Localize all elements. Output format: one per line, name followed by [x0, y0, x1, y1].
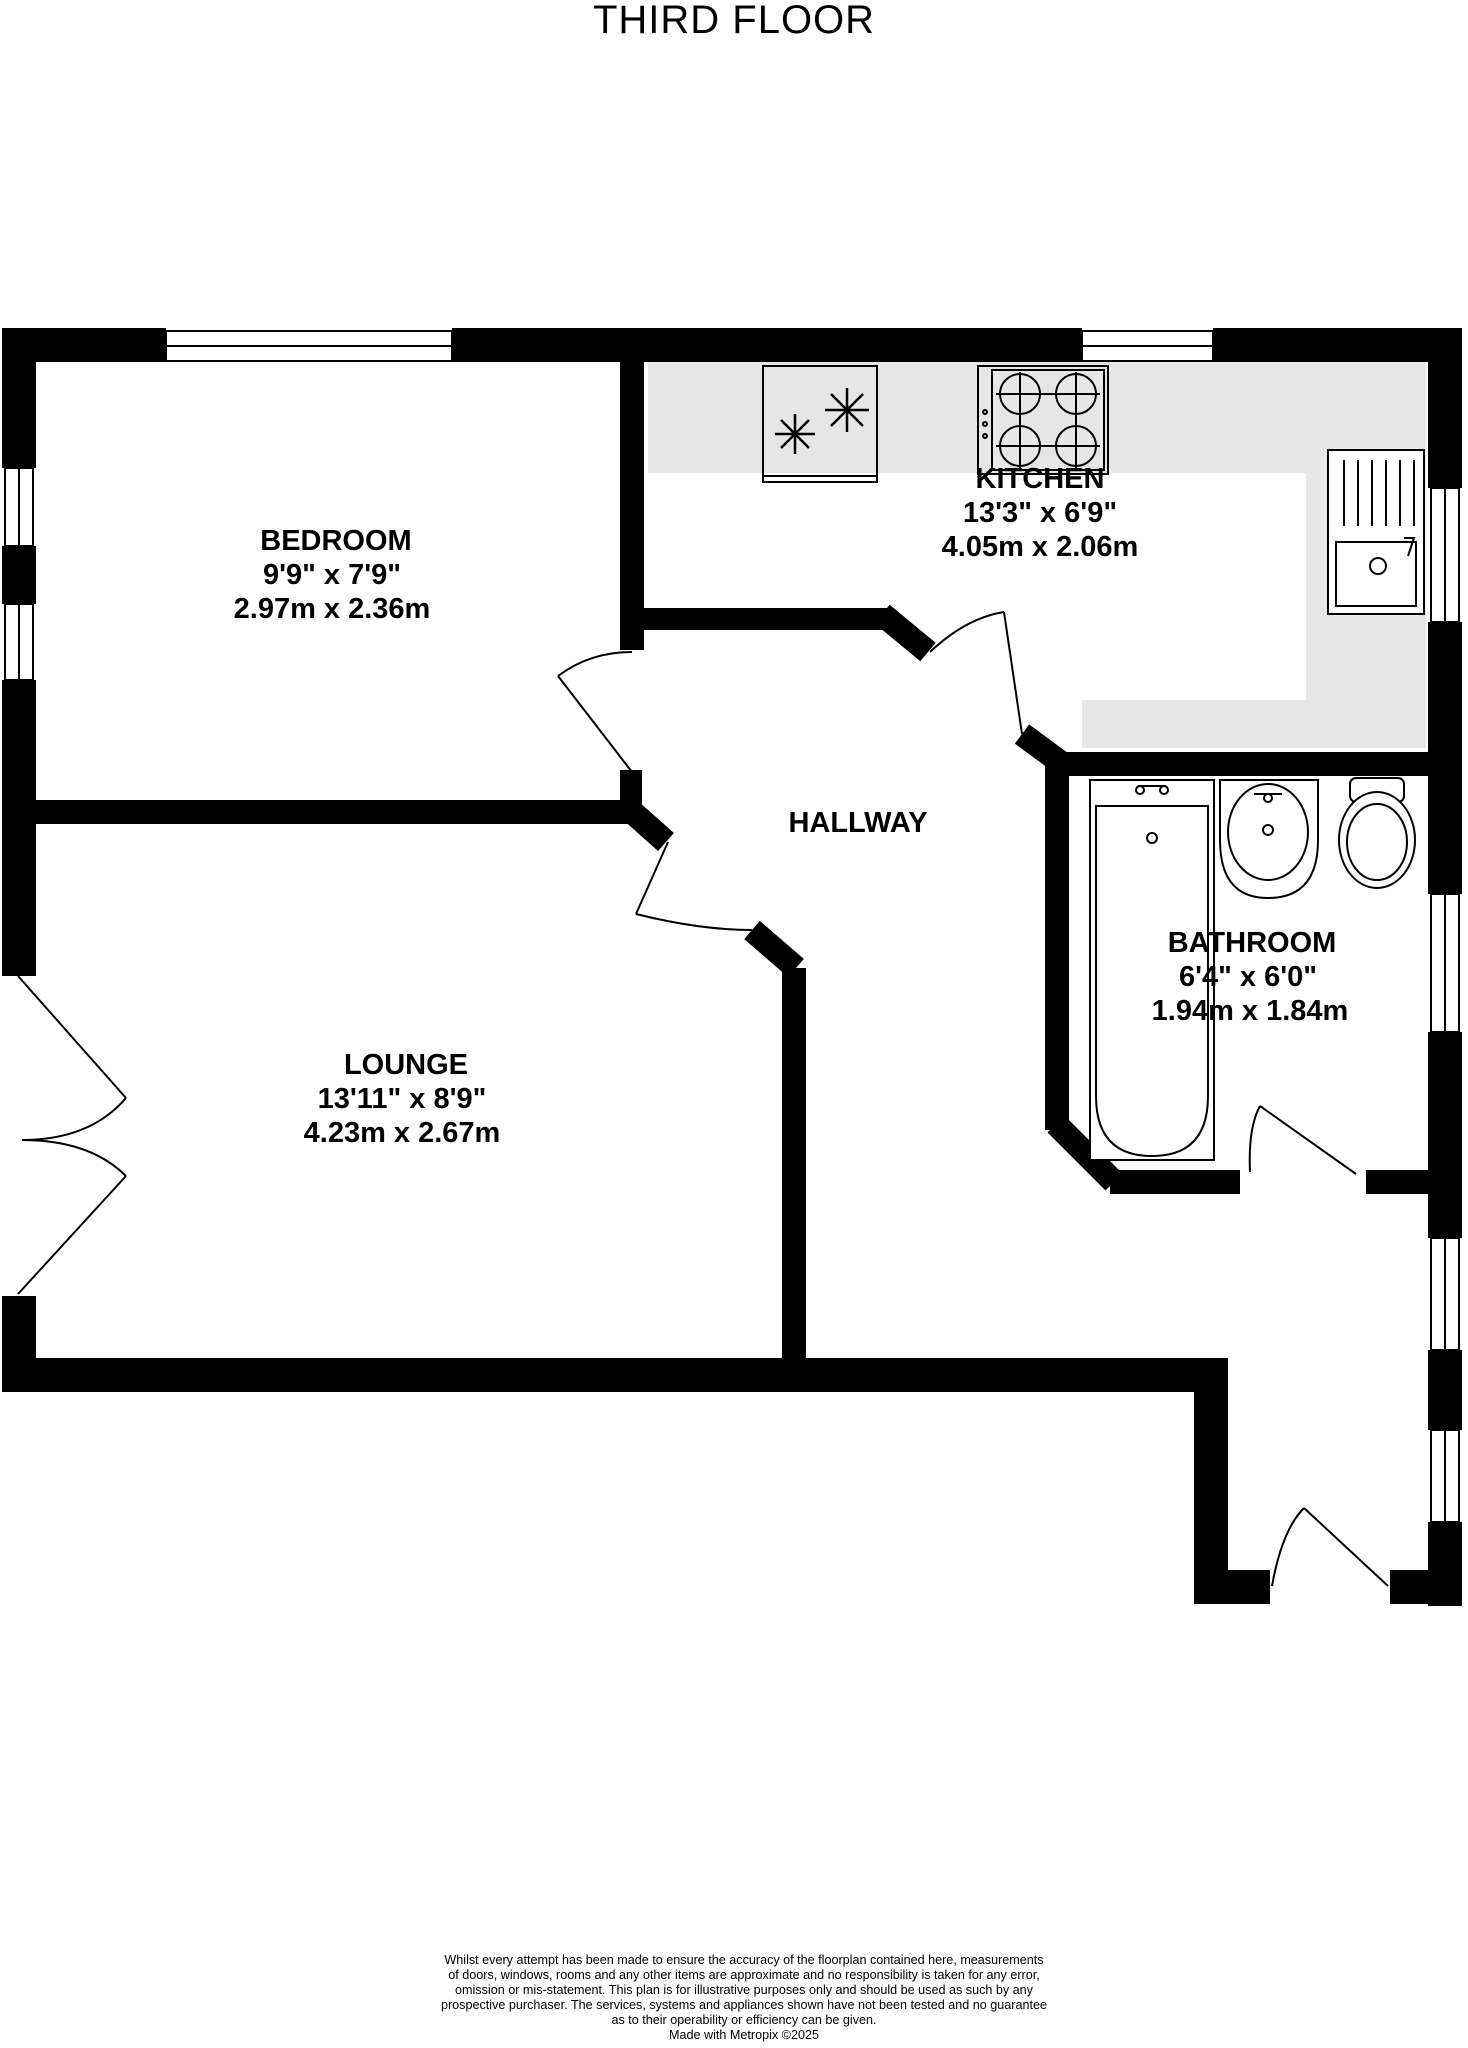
bedroom-metric: 2.97m x 2.36m: [234, 593, 431, 625]
window-hallway-right-2: [1430, 1429, 1460, 1523]
credit: Made with Metropix ©2025: [669, 2028, 819, 2042]
bedroom-name: BEDROOM: [260, 525, 411, 557]
bath-icon: [1089, 779, 1215, 1161]
kitchen-metric: 4.05m x 2.06m: [942, 531, 1139, 563]
window-bedroom-left-2: [4, 603, 34, 681]
door-bedroom: [557, 651, 633, 773]
fridge-freezer-icon: [762, 365, 878, 483]
disclaimer-line: Whilst every attempt has been made to en…: [444, 1953, 1044, 1967]
hallway-name: HALLWAY: [788, 807, 927, 839]
window-hallway-right-1: [1430, 1237, 1460, 1351]
windows: [4, 330, 1460, 1523]
lounge-imperial: 13'11" x 8'9": [318, 1083, 487, 1115]
kitchen-name: KITCHEN: [976, 463, 1105, 495]
bathroom-imperial: 6'4" x 6'0": [1179, 961, 1317, 993]
window-bedroom-left-1: [4, 467, 34, 547]
label-lounge: LOUNGE 13'11" x 8'9" 4.23m x 2.67m: [304, 1049, 501, 1149]
lounge-metric: 4.23m x 2.67m: [304, 1117, 501, 1149]
window-kitchen-top: [1081, 330, 1214, 362]
doors: [17, 611, 1389, 1587]
floor-title: THIRD FLOOR: [592, 0, 876, 42]
disclaimer-line: prospective purchaser. The services, sys…: [440, 1998, 1048, 2012]
door-bathroom: [1248, 1105, 1357, 1175]
bathroom-name: BATHROOM: [1168, 927, 1337, 959]
walls: [2, 328, 1462, 1606]
lounge-name: LOUNGE: [344, 1049, 468, 1081]
door-lounge: [635, 841, 753, 931]
bedroom-imperial: 9'9" x 7'9": [263, 559, 401, 591]
label-bedroom: BEDROOM 9'9" x 7'9" 2.97m x 2.36m: [234, 525, 431, 625]
door-entrance: [1271, 1507, 1389, 1587]
sink-icon: [1327, 449, 1425, 615]
angled-walls: [622, 604, 1123, 1191]
disclaimer-line: of doors, windows, rooms and any other i…: [448, 1968, 1040, 1982]
disclaimer: Whilst every attempt has been made to en…: [384, 1953, 1104, 2043]
toilet-icon: [1338, 777, 1416, 889]
door-lounge-french: [17, 975, 127, 1295]
disclaimer-line: omission or mis-statement. This plan is …: [455, 1983, 1033, 1997]
kitchen-imperial: 13'3" x 6'9": [963, 497, 1117, 529]
label-kitchen: KITCHEN 13'3" x 6'9" 4.05m x 2.06m: [942, 463, 1139, 563]
label-bathroom: BATHROOM 6'4" x 6'0" 1.94m x 1.84m: [1152, 927, 1349, 1027]
window-kitchen-right: [1430, 487, 1460, 623]
hob-icon: [977, 365, 1109, 475]
door-kitchen: [929, 611, 1023, 735]
bathroom-metric: 1.94m x 1.84m: [1152, 995, 1349, 1027]
label-hallway: HALLWAY: [788, 807, 927, 839]
washbasin-icon: [1219, 779, 1319, 900]
window-bathroom-right: [1430, 893, 1460, 1033]
disclaimer-line: as to their operability or efficiency ca…: [611, 2013, 877, 2027]
window-bedroom-top: [165, 330, 453, 362]
